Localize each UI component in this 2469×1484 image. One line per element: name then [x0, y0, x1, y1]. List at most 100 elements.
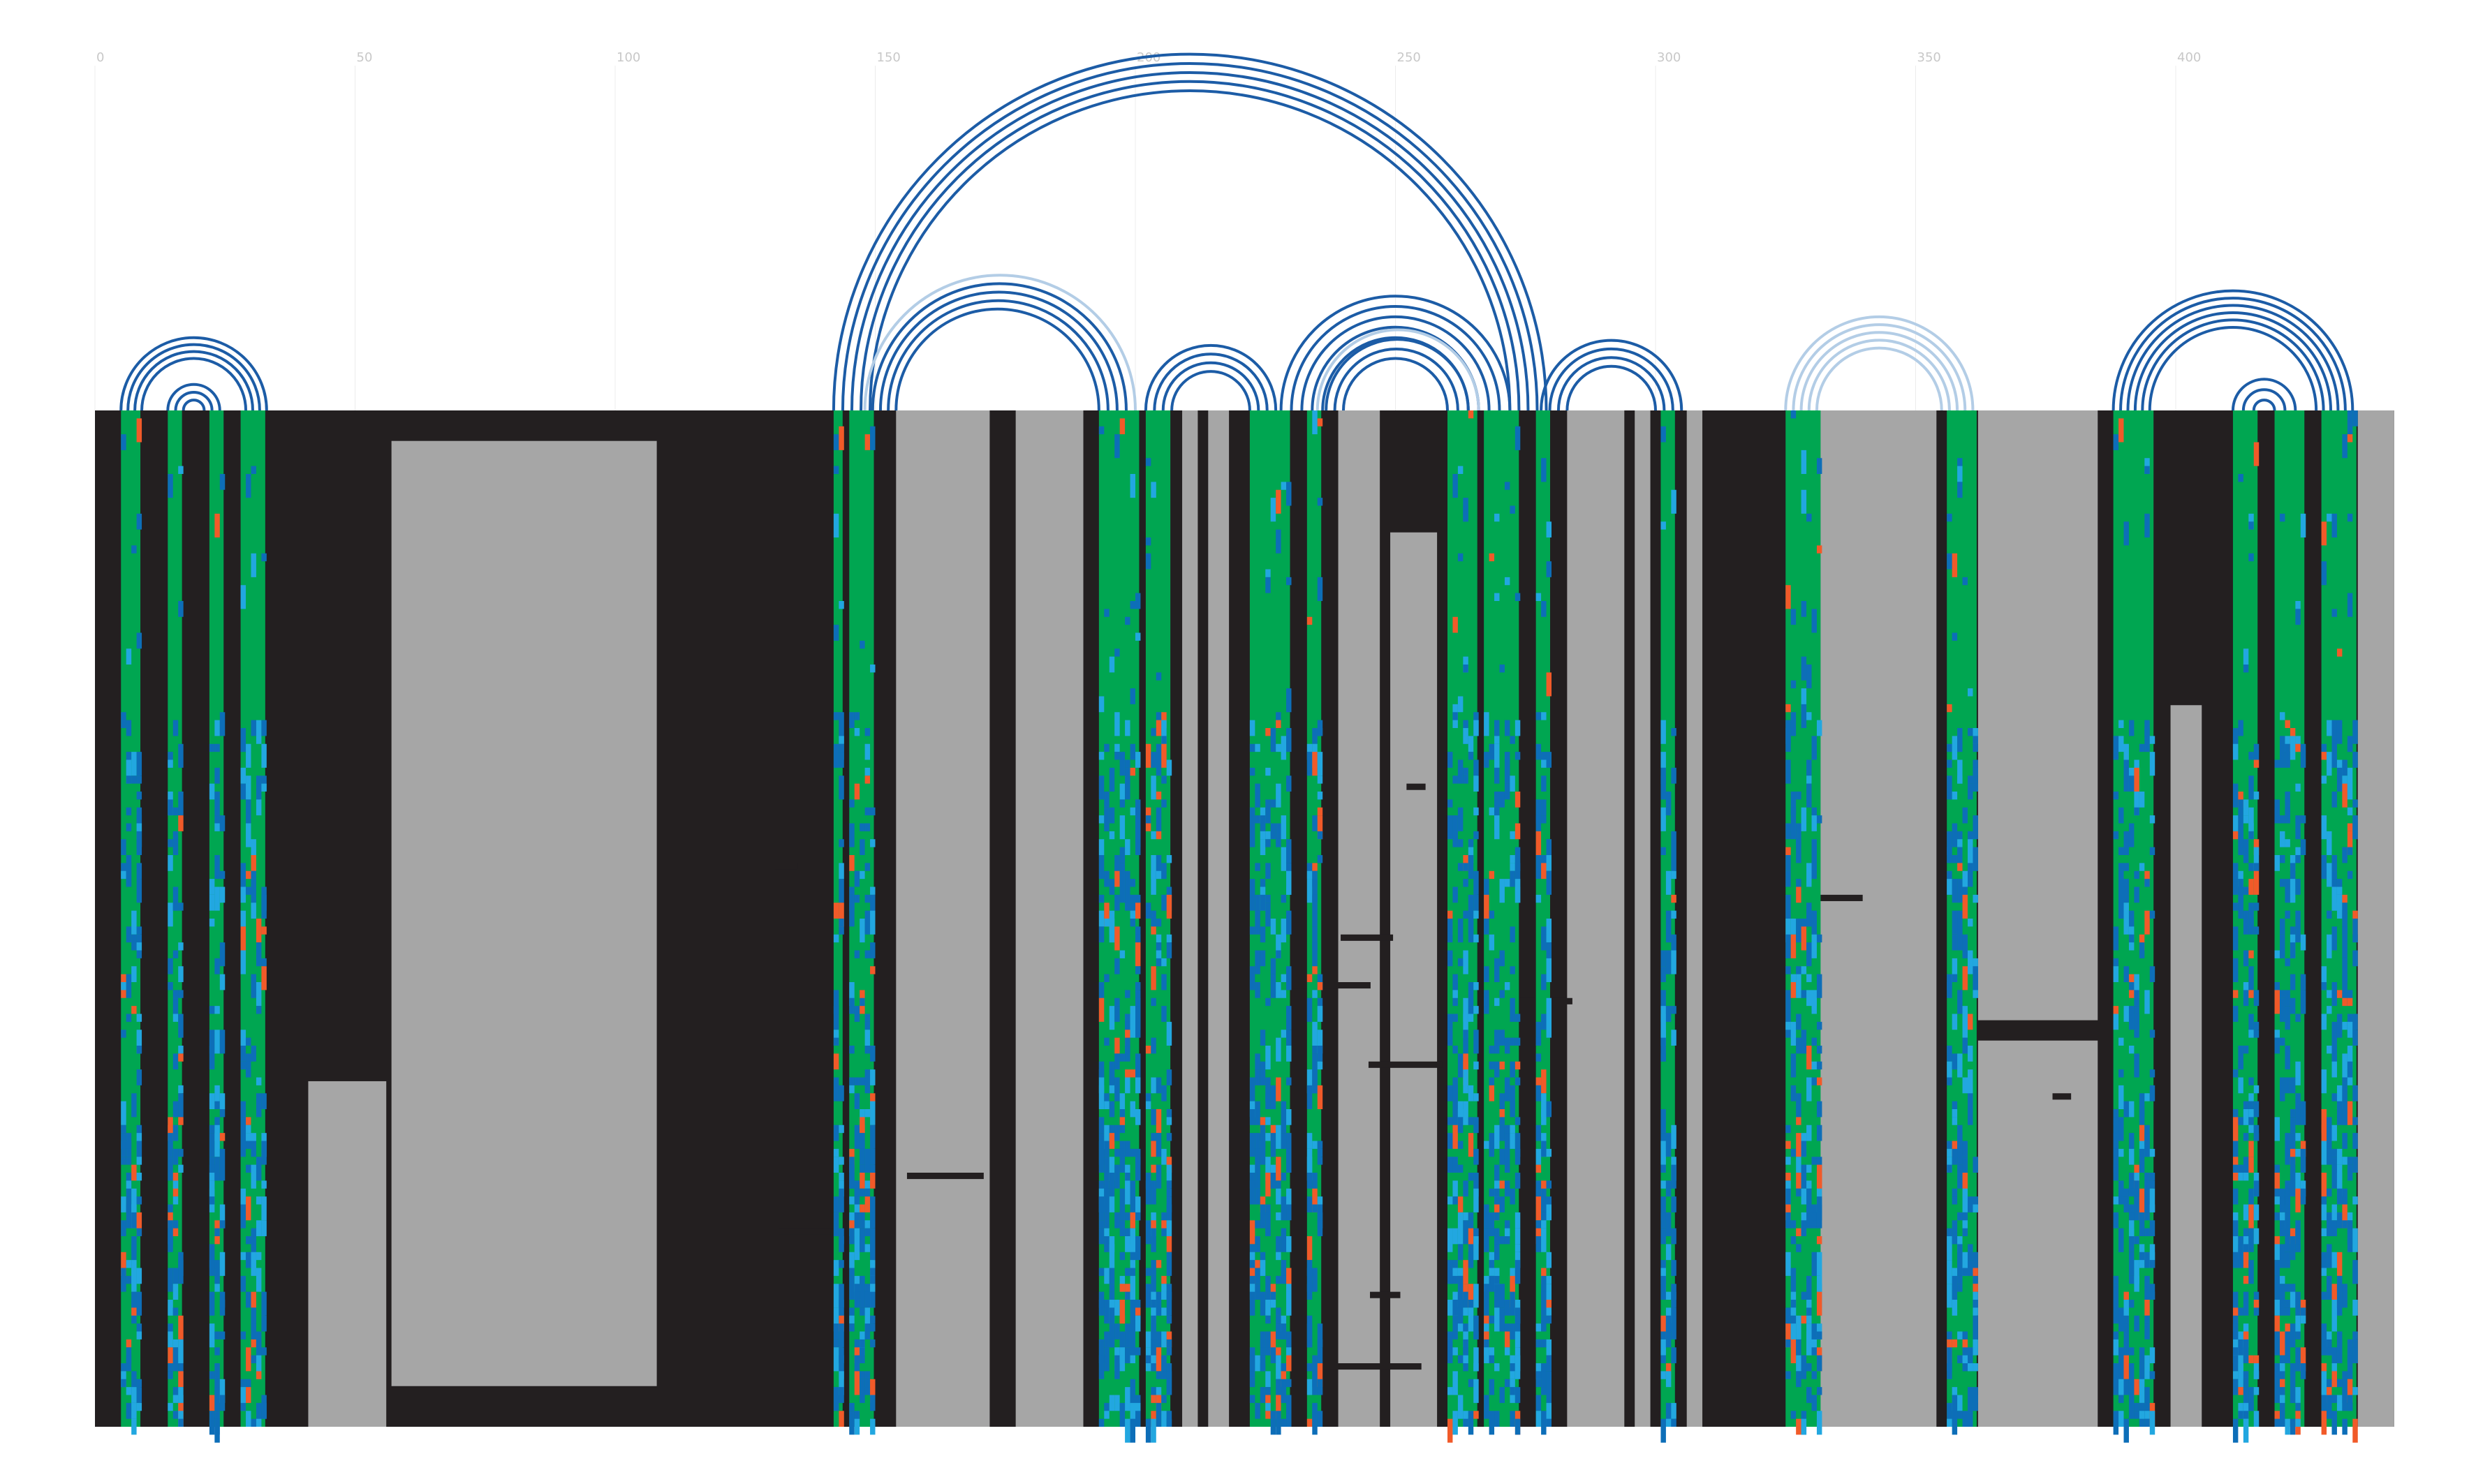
- variant-cell: [2128, 1387, 2135, 1395]
- variant-cell: [1463, 950, 1468, 974]
- variant-cell: [833, 1148, 839, 1157]
- variant-cell: [1249, 926, 1255, 935]
- variant-cell: [219, 1379, 226, 1403]
- variant-cell: [1166, 1188, 1172, 1197]
- variant-cell: [1312, 1204, 1318, 1212]
- variant-cell: [1125, 1236, 1130, 1252]
- variant-cell: [1968, 728, 1973, 736]
- variant-cell: [2295, 1014, 2301, 1022]
- variant-cell: [1489, 1355, 1495, 1363]
- variant-cell: [1098, 1117, 1105, 1134]
- variant-cell: [168, 1268, 173, 1292]
- variant-cell: [2331, 1220, 2337, 1236]
- variant-cell: [1806, 759, 1812, 776]
- variant-cell: [1468, 919, 1474, 943]
- variant-cell: [240, 1188, 246, 1205]
- variant-cell: [209, 1268, 215, 1276]
- variant-cell: [1973, 1275, 1978, 1284]
- variant-cell: [2118, 870, 2124, 887]
- variant-cell: [1265, 728, 1271, 736]
- variant-cell: [2295, 919, 2301, 943]
- variant-cell: [1973, 847, 1978, 871]
- variant-cell: [1806, 1164, 1812, 1173]
- variant-cell: [2342, 910, 2348, 935]
- variant-cell: [2118, 886, 2124, 911]
- variant-cell: [2149, 847, 2155, 855]
- variant-cell: [1286, 855, 1292, 863]
- variant-cell: [864, 1244, 871, 1252]
- variant-cell: [2336, 886, 2343, 895]
- variant-cell: [2144, 1212, 2150, 1221]
- variant-cell: [1098, 839, 1105, 855]
- variant-cell: [1665, 1291, 1672, 1300]
- variant-cell: [1660, 990, 1666, 1014]
- variant-cell: [2327, 720, 2332, 736]
- variant-cell: [1790, 1307, 1797, 1316]
- variant-cell: [1104, 743, 1110, 752]
- variant-cell: [1546, 1418, 1552, 1427]
- variant-cell: [240, 1331, 246, 1340]
- variant-cell: [240, 783, 246, 800]
- variant-cell: [240, 950, 246, 974]
- variant-cell: [1494, 997, 1500, 1007]
- variant-cell: [1816, 1355, 1822, 1372]
- variant-cell: [2139, 1148, 2145, 1173]
- variant-cell: [209, 1006, 215, 1014]
- variant-cell: [860, 640, 865, 649]
- variant-cell: [1504, 1180, 1510, 1197]
- variant-cell: [1504, 1037, 1510, 1054]
- variant-cell: [2280, 1291, 2285, 1316]
- variant-cell: [214, 1228, 220, 1236]
- variant-cell: [131, 1212, 137, 1229]
- variant-cell: [1952, 934, 1958, 951]
- variant-cell: [1161, 743, 1167, 768]
- variant-cell: [1125, 886, 1130, 911]
- variant-cell: [126, 1157, 132, 1165]
- variant-cell: [2280, 1244, 2285, 1268]
- variant-cell: [1452, 815, 1458, 840]
- variant-cell: [2238, 1363, 2243, 1388]
- variant-cell: [2113, 926, 2119, 951]
- variant-cell: [136, 752, 142, 776]
- variant-cell: [1156, 720, 1162, 736]
- variant-cell: [2331, 1093, 2337, 1101]
- variant-cell: [1151, 1339, 1156, 1363]
- variant-cell: [1952, 1196, 1958, 1205]
- variant-cell: [1968, 1347, 1973, 1372]
- variant-cell: [1255, 815, 1260, 824]
- variant-cell: [246, 1291, 251, 1308]
- variant-cell: [833, 1347, 839, 1372]
- variant-cell: [136, 1157, 142, 1165]
- variant-cell: [1510, 966, 1515, 974]
- variant-cell: [1785, 934, 1791, 958]
- variant-cell: [1457, 1117, 1464, 1134]
- variant-cell: [1281, 1030, 1287, 1038]
- variant-cell: [849, 1275, 855, 1300]
- variant-cell: [1816, 974, 1822, 998]
- variant-cell: [1806, 1077, 1812, 1101]
- variant-cell: [1151, 1260, 1156, 1268]
- variant-cell: [1541, 863, 1547, 880]
- variant-cell: [1255, 1133, 1260, 1157]
- variant-cell: [2336, 1252, 2343, 1276]
- variant-cell: [2128, 776, 2135, 792]
- variant-cell: [1260, 926, 1266, 943]
- variant-cell: [1255, 743, 1260, 752]
- variant-cell: [1447, 815, 1453, 840]
- variant-cell: [2285, 910, 2290, 919]
- variant-cell: [2274, 1418, 2280, 1427]
- variant-cell: [1135, 839, 1141, 855]
- variant-cell: [1452, 1046, 1458, 1054]
- variant-cell: [1790, 1148, 1797, 1157]
- variant-cell: [2331, 1204, 2337, 1221]
- variant-cell: [854, 1093, 860, 1109]
- variant-cell: [1484, 997, 1489, 1007]
- variant-cell: [1494, 513, 1500, 522]
- variant-cell: [1135, 752, 1141, 768]
- variant-cell: [1119, 799, 1126, 808]
- variant-cell: [1504, 982, 1510, 990]
- variant-cell: [1660, 950, 1666, 967]
- variant-cell: [1166, 894, 1172, 919]
- variant-cell: [121, 1141, 126, 1157]
